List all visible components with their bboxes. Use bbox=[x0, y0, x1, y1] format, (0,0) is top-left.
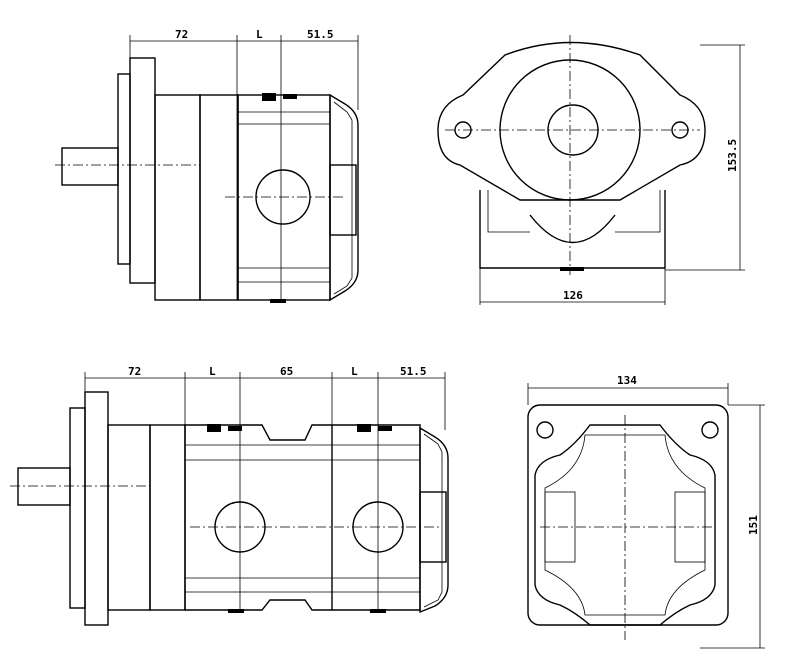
pump-body bbox=[184, 424, 421, 611]
dim-126: 126 bbox=[563, 289, 583, 302]
dim-72: 72 bbox=[175, 28, 188, 41]
dim-51-5: 51.5 bbox=[400, 365, 427, 378]
dim-l-2: L bbox=[351, 365, 358, 378]
dim-l-1: L bbox=[209, 365, 216, 378]
dim-65: 65 bbox=[280, 365, 293, 378]
double-pump-front-view: 134 151 bbox=[527, 374, 765, 649]
mount-hole-left bbox=[536, 421, 554, 439]
end-cap bbox=[419, 426, 449, 614]
pump-body bbox=[237, 94, 331, 301]
mount-hole-right bbox=[701, 421, 719, 439]
dim-51-5: 51.5 bbox=[307, 28, 334, 41]
single-pump-side-view: 72 L 51.5 bbox=[55, 28, 359, 303]
shaft bbox=[17, 467, 71, 506]
shaft bbox=[61, 147, 119, 186]
flange-outline bbox=[437, 41, 706, 201]
flange bbox=[84, 391, 109, 626]
square-flange bbox=[527, 404, 729, 626]
double-pump-side-view: 72 L 65 L 51.5 bbox=[10, 365, 449, 626]
dim-134: 134 bbox=[617, 374, 637, 387]
dim-72: 72 bbox=[128, 365, 141, 378]
end-cap bbox=[329, 93, 359, 302]
dim-l: L bbox=[256, 28, 263, 41]
flange bbox=[129, 57, 156, 284]
single-pump-front-view: 153.5 126 bbox=[437, 35, 745, 305]
dim-153-5: 153.5 bbox=[726, 139, 739, 172]
housing-cross bbox=[534, 424, 716, 626]
dim-151: 151 bbox=[747, 515, 760, 535]
